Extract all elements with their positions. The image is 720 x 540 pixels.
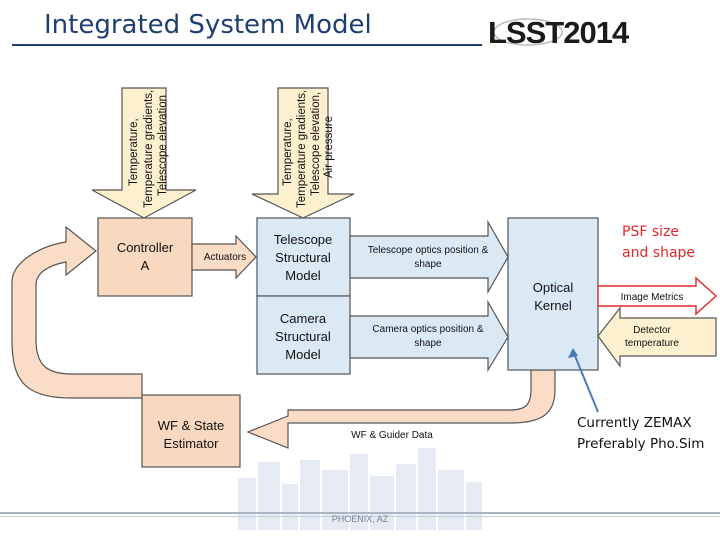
wf-guider-data-label: WF & Guider Data — [351, 430, 433, 441]
actuators-label: Actuators — [204, 252, 246, 263]
camera-label-line3: Model — [285, 347, 321, 362]
wf-estimator-label-line2: Estimator — [164, 436, 220, 451]
input-label-right-line3: Telescope elevation, — [310, 92, 322, 196]
environment-input-arrow-right — [251, 87, 355, 219]
controller-box — [97, 217, 193, 297]
detector-temperature-arrow — [597, 306, 717, 368]
slide-title: Integrated System Model — [44, 10, 372, 40]
logo-text: LSST2014 — [488, 15, 630, 50]
environment-input-arrow-left — [91, 87, 197, 219]
camera-structural-box — [256, 295, 351, 375]
wf-estimator-label-line1: WF & State — [158, 418, 224, 433]
camera-label-line2: Structural — [275, 329, 331, 344]
optical-kernel-box — [507, 217, 599, 371]
detector-temperature-label-line2: temperature — [625, 338, 679, 349]
input-label-right-line1: Temperature, — [282, 118, 294, 186]
input-label-left-line1: Temperature, — [128, 118, 140, 186]
telescope-label-line3: Model — [285, 268, 321, 283]
image-metrics-label: Image Metrics — [621, 292, 684, 303]
input-label-left-line2: Temperature gradients, — [143, 90, 155, 208]
controller-label-line2: A — [141, 258, 150, 273]
phoenix-skyline-graphic: PHOENIX, AZ — [0, 448, 720, 530]
software-note: Currently ZEMAX Preferably Pho.Sim — [577, 413, 704, 455]
input-label-right-line4: Air pressure — [323, 116, 335, 178]
telescope-optics-label-line1: Telescope optics position & — [368, 245, 489, 256]
input-label-left-line3: Telescope elevation — [157, 95, 169, 196]
psf-note-line1: PSF size — [622, 224, 679, 240]
telescope-label-line2: Structural — [275, 250, 331, 265]
camera-optics-arrow — [349, 299, 509, 373]
optical-kernel-label-line1: Optical — [533, 280, 574, 295]
psf-note-line2: and shape — [622, 245, 696, 261]
detector-temperature-label-line1: Detector — [633, 325, 671, 336]
psf-note: PSF size and shape — [622, 222, 695, 264]
title-underline — [12, 44, 482, 46]
controller-label-line1: Controller — [117, 240, 174, 255]
wf-state-estimator-box — [141, 394, 241, 468]
camera-label-line1: Camera — [280, 311, 327, 326]
feedback-loop-arrow — [11, 225, 143, 399]
software-note-line1: Currently ZEMAX — [577, 415, 692, 431]
camera-optics-label-line2: shape — [414, 338, 442, 349]
image-metrics-arrow — [597, 276, 718, 316]
lsst2014-logo: LSST2014 — [488, 15, 631, 50]
note-pointer-line — [572, 350, 599, 413]
telescope-optics-arrow — [349, 219, 509, 295]
footer-location-text: PHOENIX, AZ — [332, 514, 389, 524]
telescope-optics-label-line2: shape — [414, 259, 442, 270]
optical-kernel-label-line2: Kernel — [534, 298, 572, 313]
telescope-label-line1: Telescope — [274, 232, 333, 247]
input-label-right-line2: Temperature gradients, — [296, 90, 308, 208]
software-note-line2: Preferably Pho.Sim — [577, 436, 705, 452]
note-pointer-arrowhead — [568, 348, 578, 358]
wf-guider-data-arrow — [246, 369, 556, 449]
telescope-structural-box — [256, 217, 351, 297]
actuators-arrow — [191, 234, 257, 280]
camera-optics-label-line1: Camera optics position & — [372, 324, 483, 335]
